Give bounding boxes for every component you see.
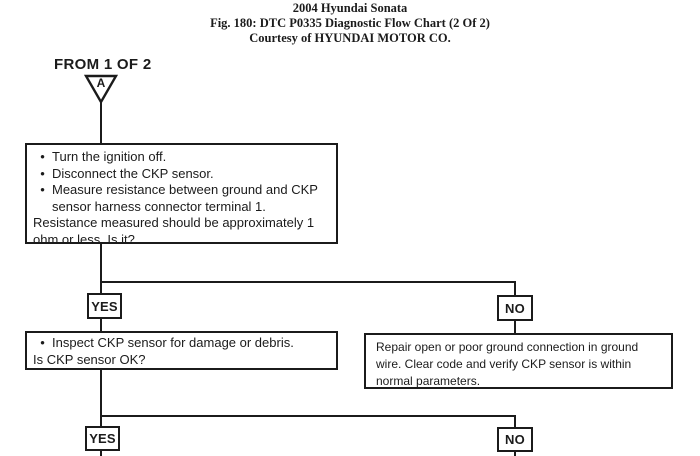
from-1-of-2-label: FROM 1 OF 2	[54, 56, 152, 73]
branch2-no-badge: NO	[497, 427, 533, 452]
branch1-yes-badge: YES	[87, 293, 122, 319]
repair-ground-connection-box: Repair open or poor ground connection in…	[364, 333, 673, 389]
step1-bullet-2: • Disconnect the CKP sensor.	[33, 166, 330, 183]
connector-line	[514, 283, 516, 296]
step1-bullet-1: • Turn the ignition off.	[33, 149, 330, 166]
repair-instruction-text: Repair open or poor ground connection in…	[376, 340, 639, 388]
branch2-horizontal-line	[100, 415, 516, 417]
connector-line	[100, 417, 102, 426]
connector-line	[100, 102, 102, 143]
document-header: 2004 Hyundai Sonata Fig. 180: DTC P0335 …	[0, 1, 700, 46]
connector-line	[100, 319, 102, 331]
bullet-icon: •	[40, 165, 45, 181]
bullet-icon: •	[40, 335, 45, 350]
bullet-icon: •	[40, 182, 45, 197]
bullet-icon: •	[40, 149, 45, 164]
connector-triangle-icon	[84, 74, 118, 104]
connector-line	[514, 452, 516, 456]
branch1-no-badge: NO	[497, 295, 533, 321]
step1-question: Resistance measured should be approximat…	[33, 215, 315, 247]
branch1-horizontal-line	[100, 281, 516, 283]
step2-inspect-ckp-box: • Inspect CKP sensor for damage or debri…	[25, 331, 338, 370]
figure-caption: Fig. 180: DTC P0335 Diagnostic Flow Char…	[210, 16, 490, 30]
connector-line	[514, 321, 516, 333]
branch2-yes-badge: YES	[85, 426, 120, 451]
step1-measure-resistance-box: • Turn the ignition off. • Disconnect th…	[25, 143, 338, 247]
connector-a: A	[84, 74, 118, 104]
step2-bullet-1: • Inspect CKP sensor for damage or debri…	[33, 335, 330, 352]
courtesy-line: Courtesy of HYUNDAI MOTOR CO.	[249, 31, 451, 45]
step2-question: Is CKP sensor OK?	[33, 351, 146, 367]
connector-letter: A	[96, 76, 106, 90]
connector-line	[514, 417, 516, 427]
connector-line	[100, 283, 102, 293]
connector-line	[100, 244, 102, 282]
vehicle-title: 2004 Hyundai Sonata	[292, 1, 408, 15]
connector-line	[100, 370, 102, 415]
step1-bullet-3: • Measure resistance between ground and …	[33, 182, 330, 215]
connector-line	[100, 449, 102, 456]
